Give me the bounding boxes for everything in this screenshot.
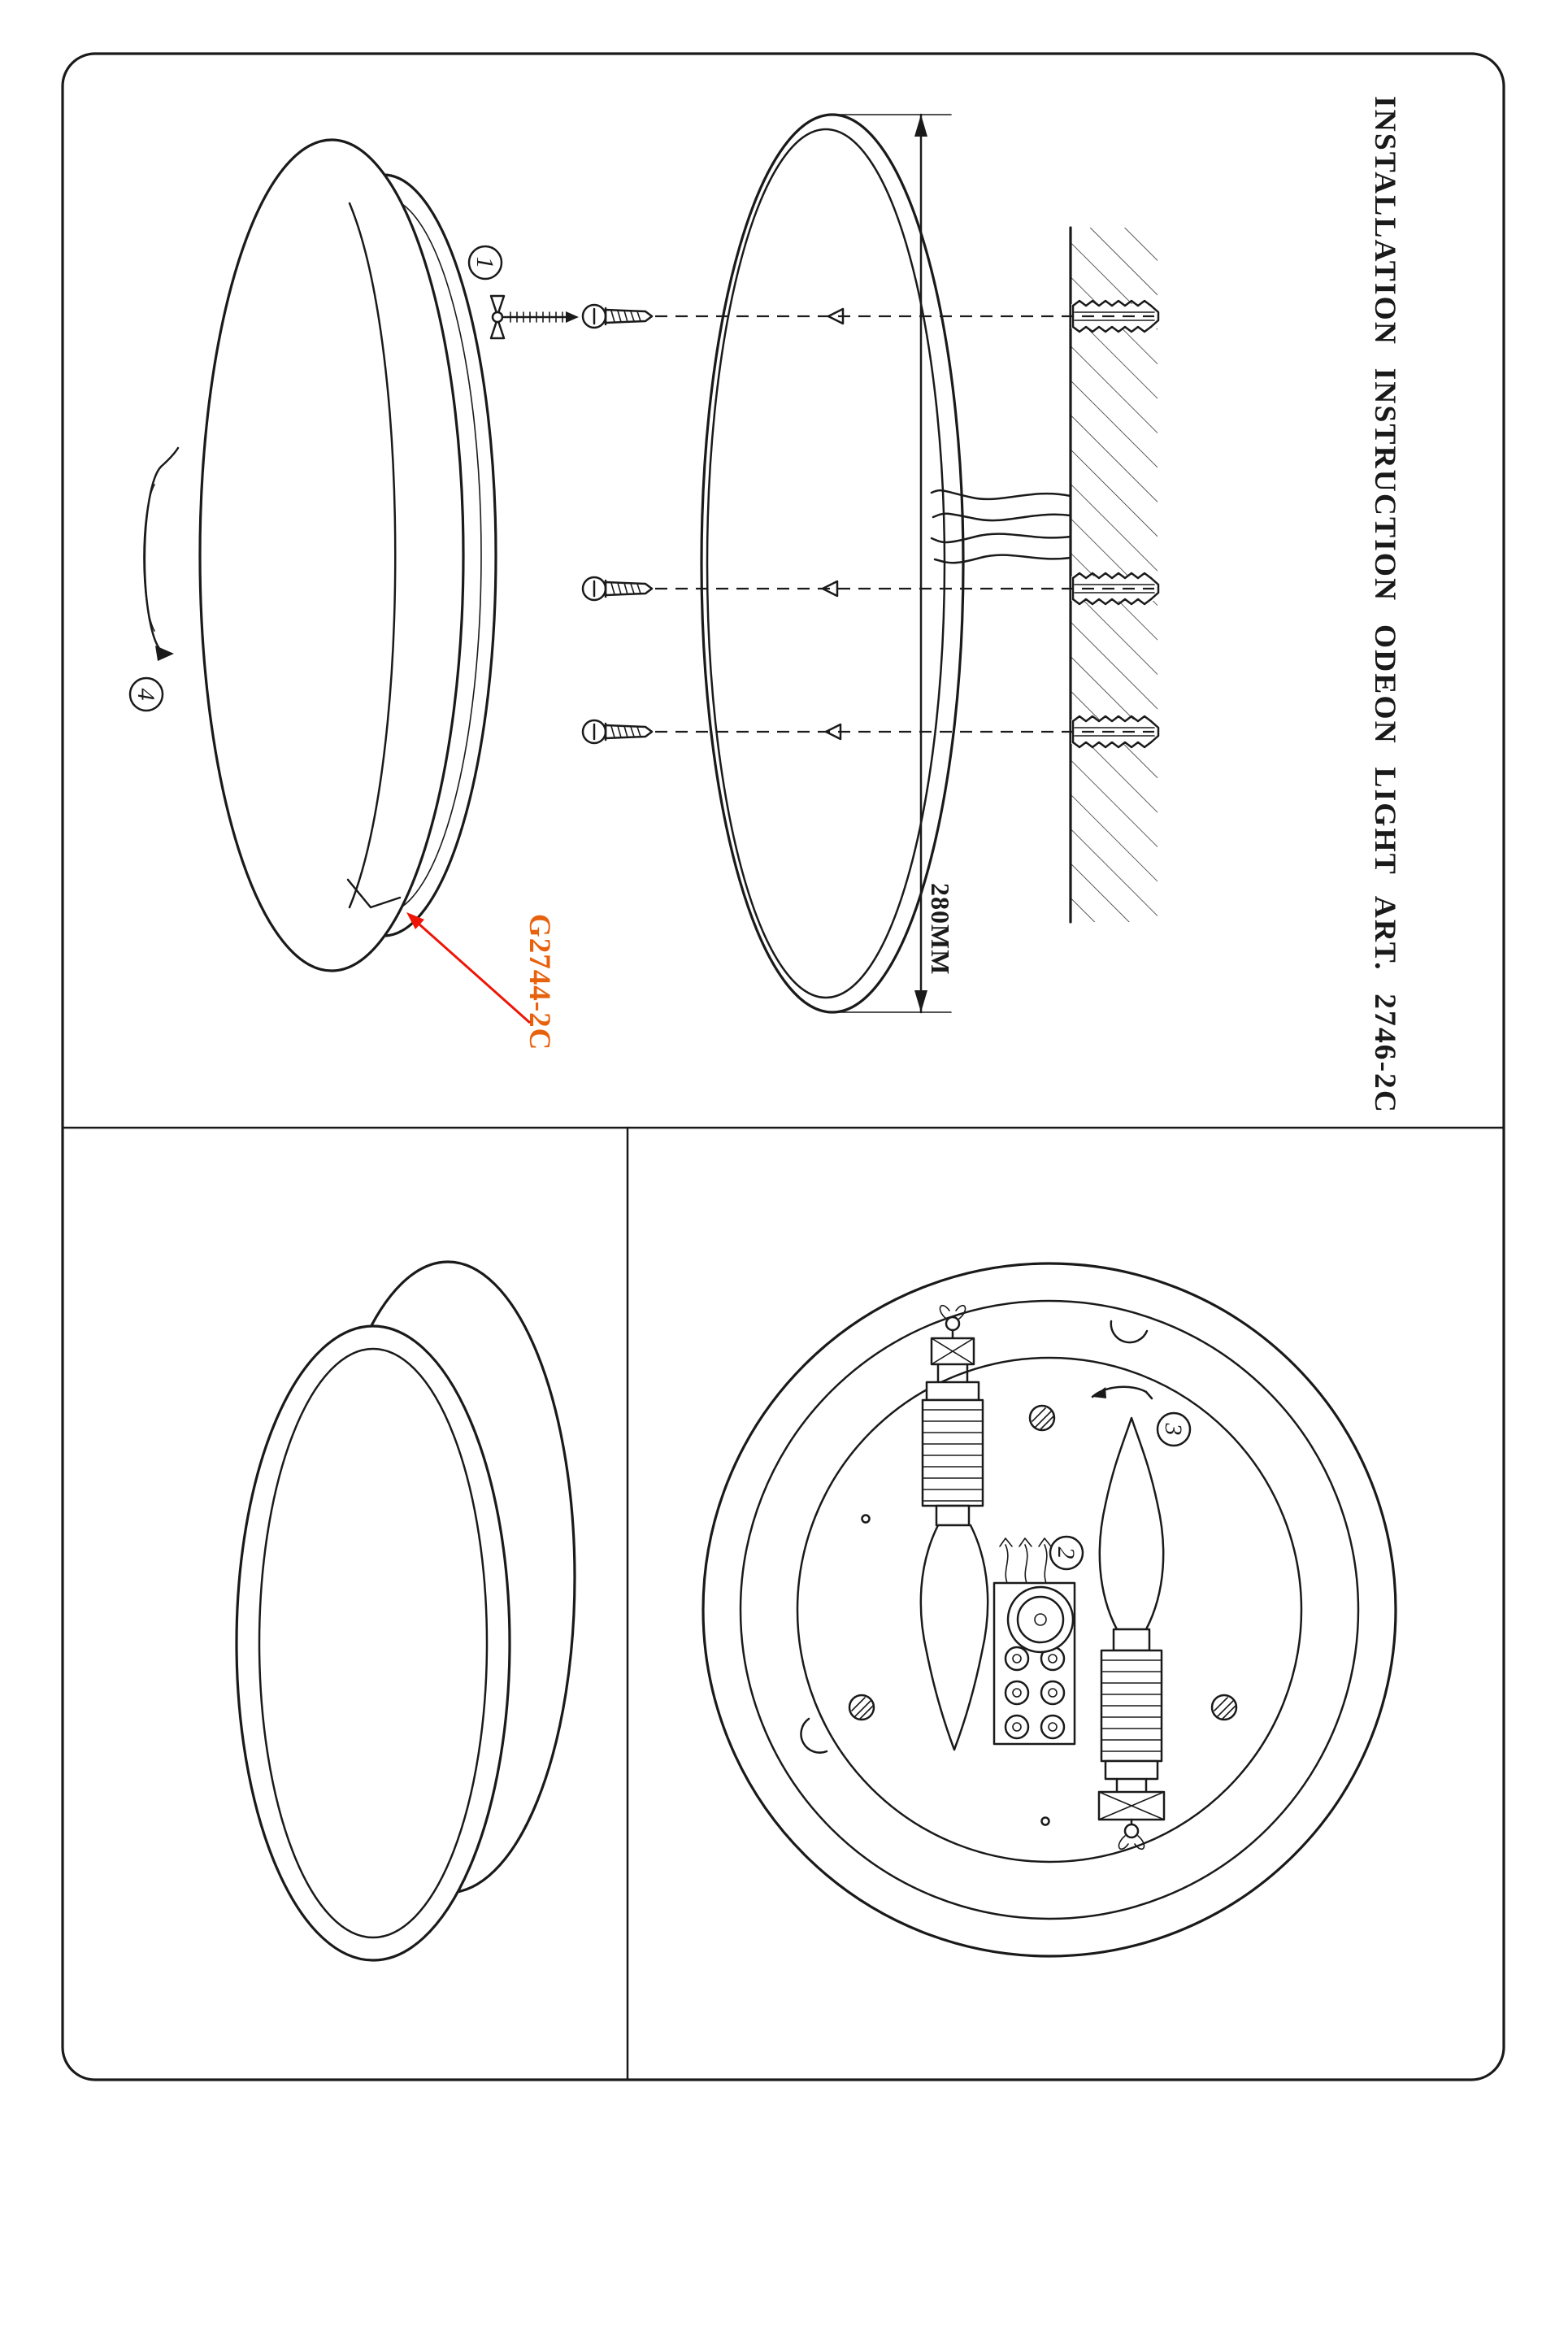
terminal-wires [999, 1537, 1052, 1584]
terminals [1004, 1646, 1066, 1740]
mounting-screw-bottom [581, 719, 654, 745]
rim-notch [800, 1717, 828, 1754]
step-1-number: 1 [471, 257, 498, 269]
step-4-number: 4 [132, 689, 159, 701]
cover-outer-ring [701, 1262, 1397, 1958]
lamp-cover-outline [235, 1324, 511, 1962]
mounting-screw-middle [581, 576, 654, 602]
sheet-title: INSTALLATION INSTRUCTION ODEON LIGHT ART… [1368, 96, 1401, 1114]
lamp-cover-rim [258, 1347, 489, 1939]
mounting-screw-top [581, 303, 654, 329]
rim-notch [1110, 1320, 1149, 1344]
lamp-socket-right [1097, 1628, 1166, 1850]
cover-side-view [198, 138, 497, 972]
plate-pilot-hole [861, 1514, 871, 1524]
candle-bulb-left [919, 1524, 989, 1751]
part-code-label: G2744-2C [523, 914, 556, 1050]
frame-border [61, 52, 1505, 2081]
rotate-arrow-icon [143, 446, 180, 661]
twist-arrow-icon [1091, 1385, 1153, 1400]
strain-screw-icon [1123, 1823, 1140, 1839]
screw-guide-dashes [655, 315, 1154, 733]
terminal-block [992, 1537, 1076, 1746]
step-2-badge: 2 [1049, 1535, 1084, 1571]
supply-wires [930, 489, 1072, 564]
step-1-badge: 1 [467, 245, 503, 280]
dimension-label: 280MM [926, 883, 955, 975]
wing-screw-icon [489, 294, 579, 340]
part-code-arrow [419, 923, 531, 1024]
plate-pilot-hole [1040, 1816, 1050, 1826]
candle-bulb-right [1098, 1416, 1165, 1631]
plate-screw [1210, 1694, 1238, 1721]
part-code-callout: G2744-2C [406, 912, 556, 1050]
open-lamp-top-view: 3 2 [701, 1262, 1397, 1958]
step-4-badge: 4 [128, 676, 164, 712]
assembled-lamp-view [235, 1260, 576, 1962]
step-2-number: 2 [1053, 1547, 1079, 1559]
step-3-number: 3 [1160, 1423, 1187, 1436]
plate-screw [1028, 1404, 1056, 1432]
mounting-plate [700, 113, 965, 1014]
cover-inner-ring [739, 1299, 1360, 1920]
strain-screw-icon [945, 1316, 961, 1332]
exploded-installation-view: 4 280MM [128, 113, 1160, 1050]
cable-entry [1006, 1585, 1075, 1654]
mounting-plate-circle [796, 1356, 1303, 1863]
lamp-socket-left [921, 1305, 984, 1527]
plate-screw [848, 1694, 875, 1721]
step-3-badge: 3 [1156, 1411, 1192, 1447]
part-code-arrowhead [406, 912, 424, 929]
cover-tab [346, 878, 402, 909]
dimension-280mm: 280MM [836, 113, 955, 1014]
